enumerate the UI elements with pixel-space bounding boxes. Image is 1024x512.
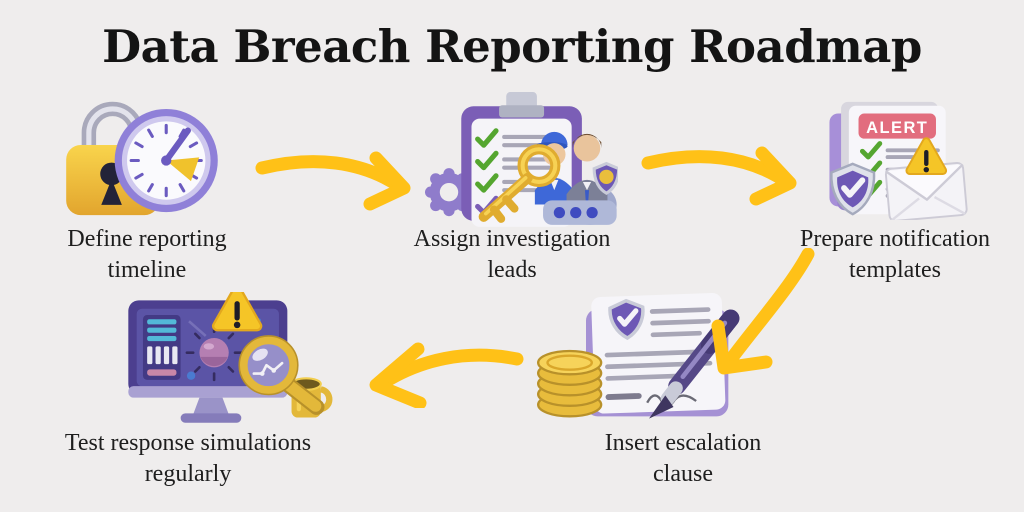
label-line: Assign investigation	[413, 226, 611, 252]
lock-clock-icon	[66, 101, 218, 216]
alert-document-envelope-icon: ALERT	[829, 101, 968, 220]
step-5-test-response-simulations	[108, 292, 338, 428]
arrow-step1-to-step2	[252, 138, 427, 223]
label-test-response-simulations: Test response simulations regularly	[28, 428, 348, 490]
label-line: clause	[653, 461, 713, 487]
step-4-insert-escalation-clause	[528, 288, 763, 428]
label-line: templates	[849, 257, 941, 283]
contract-pen-coins-icon	[537, 293, 740, 419]
label-line: leads	[487, 257, 537, 283]
monitor-magnifier-warning-icon	[128, 292, 333, 423]
label-line: Define reporting	[67, 226, 227, 252]
step-1-define-reporting-timeline	[60, 98, 225, 223]
arrow-step4-to-step5	[362, 333, 527, 408]
label-prepare-notification-templates: Prepare notification templates	[765, 224, 1024, 286]
label-line: Prepare notification	[800, 226, 990, 252]
arrow-step2-to-step3	[638, 133, 813, 218]
label-insert-escalation-clause: Insert escalation clause	[553, 428, 813, 490]
clipboard-team-key-icon	[424, 92, 618, 227]
arrow-step3-to-step4	[700, 248, 820, 383]
label-line: Insert escalation	[604, 430, 762, 456]
page-title: Data Breach Reporting Roadmap	[102, 20, 922, 73]
alert-banner-text: ALERT	[866, 119, 928, 137]
label-assign-investigation-leads: Assign investigation leads	[382, 224, 642, 286]
label-line: regularly	[144, 461, 232, 487]
label-line: timeline	[107, 257, 187, 283]
label-define-reporting-timeline: Define reporting timeline	[17, 224, 277, 286]
step-2-assign-investigation-leads	[418, 92, 618, 230]
step-3-prepare-notification-templates: ALERT	[802, 98, 977, 220]
label-line: Test response simulations	[64, 430, 312, 456]
